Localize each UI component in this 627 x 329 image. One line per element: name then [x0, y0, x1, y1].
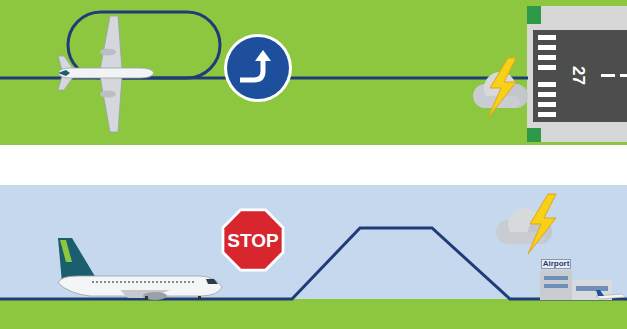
lightning-bolt	[488, 58, 516, 118]
sky-panel	[0, 185, 627, 329]
lightning-bolt	[528, 194, 556, 254]
airplane-top-view	[58, 16, 154, 132]
tail-accent	[60, 240, 72, 262]
sign-face	[227, 37, 289, 99]
airport-sign: Airport	[541, 259, 571, 269]
stripe	[538, 102, 556, 107]
storm-cloud	[496, 194, 556, 254]
tower-block	[540, 270, 572, 300]
windows	[576, 286, 608, 291]
tail-fin	[58, 70, 70, 76]
stop-sign: STOP	[219, 206, 287, 274]
airport-building	[540, 270, 626, 300]
runway-corner	[527, 128, 541, 142]
turn-arrow	[240, 60, 263, 80]
centerline	[601, 74, 615, 77]
runway	[527, 6, 627, 142]
engine	[100, 49, 116, 56]
sign-rim	[224, 34, 292, 102]
windows	[544, 284, 568, 288]
cockpit-window	[206, 279, 218, 284]
airplane-side-view	[58, 238, 222, 300]
stop-sign-text: STOP	[227, 231, 278, 250]
engine	[100, 91, 116, 98]
stripe	[538, 35, 556, 40]
engine	[143, 292, 167, 300]
wing	[100, 16, 122, 70]
windows	[544, 276, 568, 280]
landing-gear	[198, 296, 201, 300]
turn-sign	[224, 34, 292, 102]
grass-panel	[0, 0, 627, 145]
cabin-windows	[92, 281, 196, 283]
centerline	[620, 74, 627, 77]
arrow-head	[255, 50, 271, 61]
stripe	[538, 55, 556, 60]
airport-sign-text: Airport	[543, 260, 570, 268]
stripe	[538, 82, 556, 87]
runway-shoulder	[527, 6, 627, 142]
wing	[100, 76, 122, 132]
runway-marking-text: 27	[569, 66, 586, 85]
sign-face	[224, 211, 281, 268]
runway-surface	[533, 30, 627, 122]
fuselage	[58, 68, 154, 78]
storm-cloud	[473, 58, 528, 118]
stripe	[538, 45, 556, 50]
sign-rim	[222, 209, 285, 272]
stripe	[538, 92, 556, 97]
stripe	[538, 65, 556, 70]
parked-tail	[596, 290, 604, 296]
landing-gear	[145, 296, 148, 300]
runway-marking: 27	[563, 52, 593, 98]
stripe	[538, 112, 556, 117]
flight-path	[0, 228, 627, 299]
runway-corner	[527, 6, 541, 24]
threshold-stripes	[538, 35, 627, 117]
ground	[0, 299, 627, 329]
